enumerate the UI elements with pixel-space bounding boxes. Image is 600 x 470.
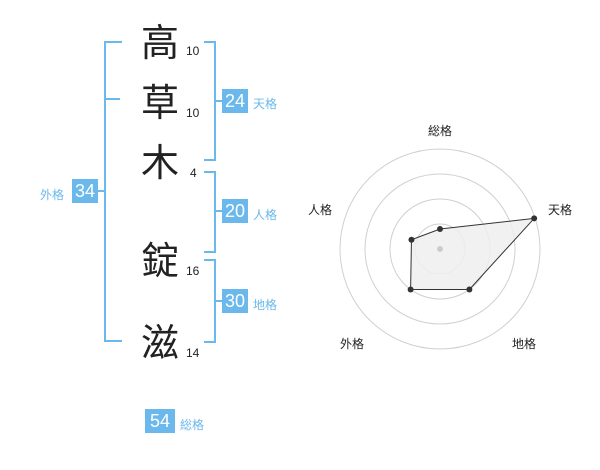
- gaikaku-label: 外格: [40, 188, 65, 202]
- name-char-2: 草: [141, 81, 180, 125]
- chikaku-connector: [214, 300, 222, 302]
- radar-label-chikaku: 地格: [512, 337, 537, 351]
- chikaku-score: 30: [222, 289, 248, 313]
- tenkaku-label: 天格: [253, 97, 278, 111]
- radar-ring-4: [339, 148, 541, 350]
- jinkaku-score: 20: [222, 199, 248, 223]
- jinkaku-connector: [214, 210, 222, 212]
- soukaku-score: 54: [145, 409, 175, 433]
- name-char-5: 滋: [141, 321, 180, 365]
- gaikaku-score: 34: [72, 179, 98, 203]
- stroke-count-2: 10: [186, 106, 200, 120]
- radar-label-tenkaku: 天格: [548, 203, 573, 217]
- chikaku-label: 地格: [253, 298, 278, 312]
- tenkaku-connector: [214, 100, 222, 102]
- name-char-3: 木: [141, 141, 180, 185]
- name-char-4: 錠: [141, 239, 180, 283]
- stroke-count-3: 4: [190, 166, 197, 180]
- jinkaku-label: 人格: [253, 208, 278, 222]
- gaikaku-connector: [98, 190, 106, 192]
- radar-ring-3: [364, 173, 516, 325]
- soukaku-label: 総格: [180, 418, 205, 432]
- name-char-1: 高: [141, 21, 180, 65]
- gaikaku-inner-tick: [104, 98, 120, 100]
- jinkaku-bracket: [204, 171, 216, 253]
- radar-point-1: [531, 215, 538, 222]
- radar-point-4: [408, 236, 415, 243]
- radar-point-2: [466, 286, 473, 293]
- tenkaku-score: 24: [222, 89, 248, 113]
- radar-point-3: [407, 286, 414, 293]
- radar-point-0: [437, 226, 443, 232]
- stroke-count-5: 14: [186, 346, 200, 360]
- stroke-count-1: 10: [186, 44, 200, 58]
- radar-label-soukaku: 総格: [428, 124, 453, 138]
- radar-center-dot: [437, 246, 443, 252]
- radar-label-jinkaku: 人格: [308, 203, 333, 217]
- radar-polygon: [410, 217, 536, 290]
- stroke-count-4: 16: [186, 264, 200, 278]
- radar-label-gaikaku: 外格: [340, 337, 365, 351]
